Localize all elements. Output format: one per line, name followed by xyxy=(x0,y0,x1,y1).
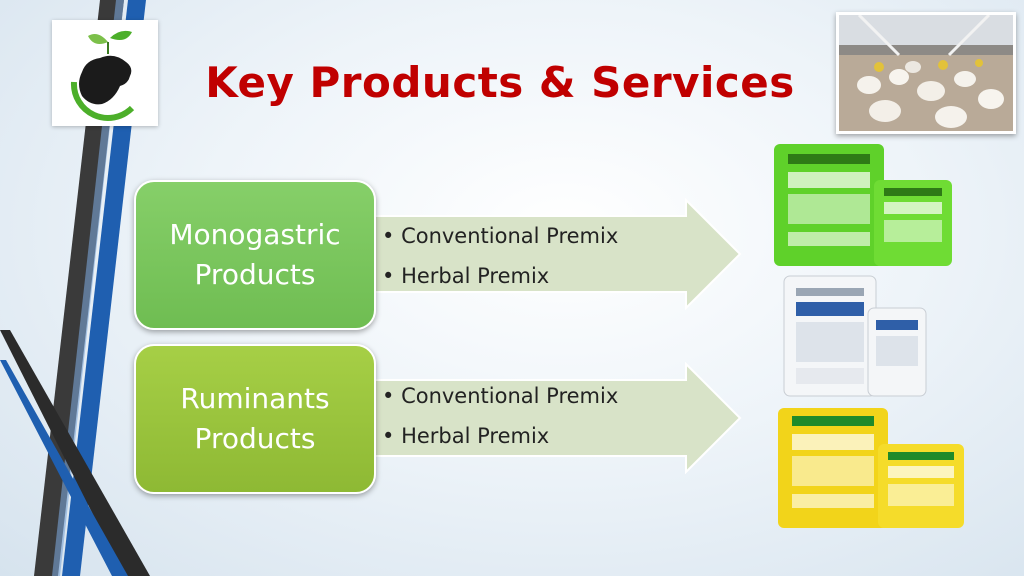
page-title: Key Products & Services xyxy=(205,58,795,107)
monogastric-bullet-list: Conventional Premix Herbal Premix xyxy=(382,216,618,296)
company-logo xyxy=(52,20,158,126)
monogastric-products-box: Monogastric Products xyxy=(134,180,376,330)
list-item: Conventional Premix xyxy=(382,216,618,256)
list-item: Herbal Premix xyxy=(382,416,618,456)
list-item: Herbal Premix xyxy=(382,256,618,296)
goldmin-bag-image xyxy=(778,408,964,528)
decorative-stripes xyxy=(0,0,150,576)
feedbind-bag-image xyxy=(783,275,927,397)
list-item: Conventional Premix xyxy=(382,376,618,416)
monogastric-products-label: Monogastric Products xyxy=(169,218,341,291)
ruminants-products-label: Ruminants Products xyxy=(180,382,330,455)
cholherb-bag-image xyxy=(774,144,952,266)
poultry-farm-photo xyxy=(836,12,1016,134)
ruminants-products-box: Ruminants Products xyxy=(134,344,376,494)
ruminants-bullet-list: Conventional Premix Herbal Premix xyxy=(382,376,618,456)
cow-leaf-logo-icon xyxy=(70,30,135,121)
